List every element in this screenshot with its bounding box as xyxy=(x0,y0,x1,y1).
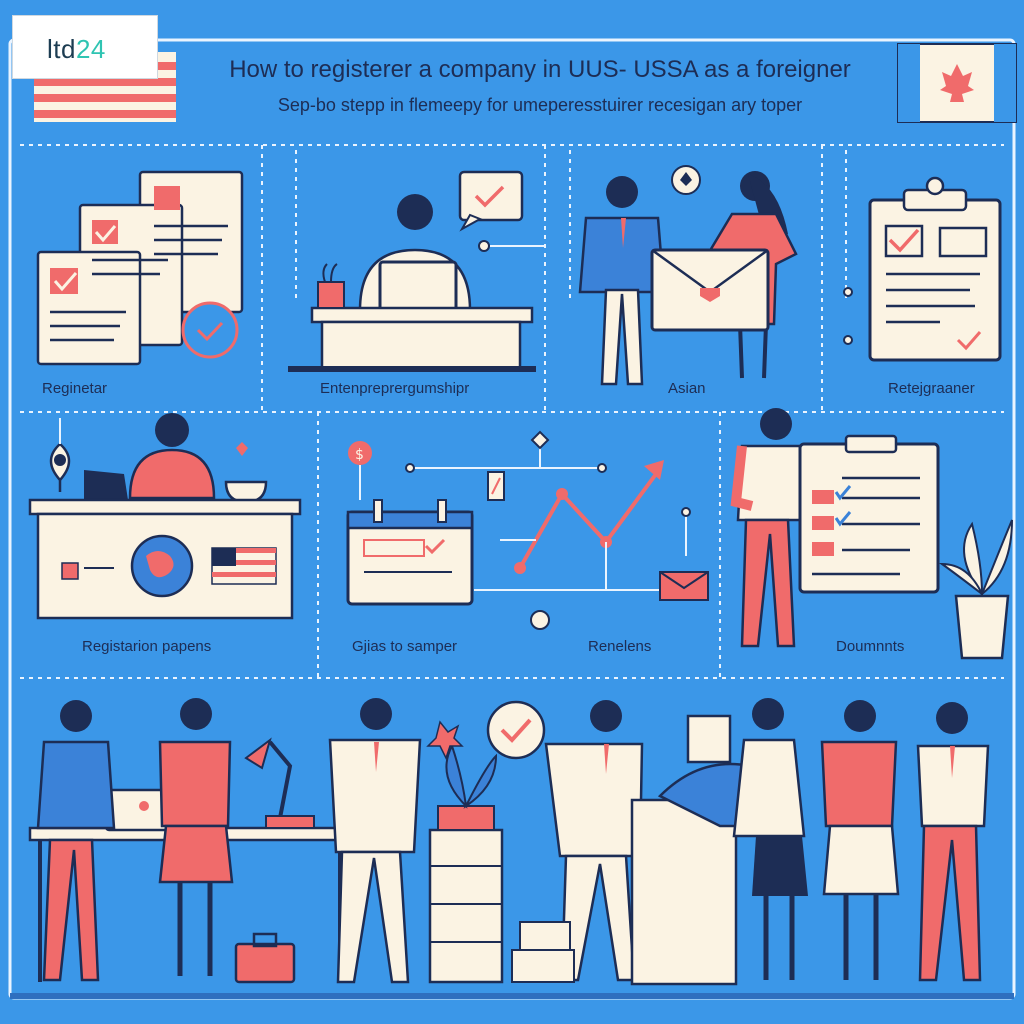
logo-wordmark: ltd24 xyxy=(47,34,106,65)
team-office-scene xyxy=(28,698,990,986)
page-title: How to registerer a company in UUS- USSA… xyxy=(229,56,851,83)
svg-text:$: $ xyxy=(355,447,364,463)
step-label-5: Registarion papens xyxy=(82,638,212,655)
envelope-icon xyxy=(578,165,798,386)
laptop-icon xyxy=(288,170,545,372)
step-label-6: Gjias to samper xyxy=(352,638,458,655)
calendar-icon xyxy=(346,471,505,606)
documents-clipboard xyxy=(730,408,940,648)
logo-text-ltd: ltd xyxy=(47,34,76,64)
step-label-4: Retejgraaner xyxy=(888,380,975,397)
registration-desk xyxy=(28,413,302,620)
dollar-icon: $ xyxy=(348,441,372,500)
dotted-dividers xyxy=(20,144,1004,679)
step-label-7: Renelens xyxy=(588,638,652,655)
step-label-3: Asian xyxy=(668,380,706,397)
checklist-icon xyxy=(36,170,244,366)
step-label-8: Doumnnts xyxy=(836,638,905,655)
step-label-1: Reginetar xyxy=(42,380,108,397)
briefcase-icon xyxy=(234,932,296,984)
ltd24-logo[interactable]: ltd24 xyxy=(12,15,158,79)
plant-icon xyxy=(938,519,1013,660)
logo-text-24: 24 xyxy=(75,34,106,64)
step-label-2: Entenpreprergumshipr xyxy=(320,380,470,397)
clipboard-icon xyxy=(843,176,1002,362)
lamp-icon xyxy=(244,737,315,829)
page-subtitle: Sep-bo stepp in flemeepy for umeperesstu… xyxy=(277,95,803,115)
canada-flag-icon xyxy=(897,43,1017,123)
location-pin-icon xyxy=(49,418,71,492)
trend-arrow-icon xyxy=(405,430,709,630)
